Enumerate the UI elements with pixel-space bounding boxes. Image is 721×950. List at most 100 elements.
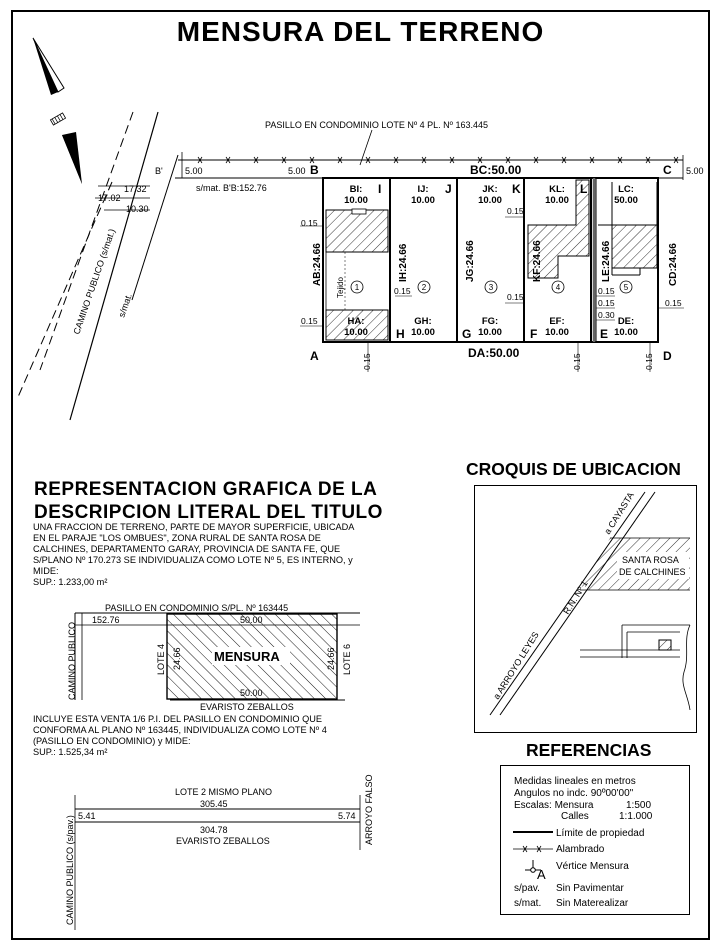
top-segment-value: 10.00 — [411, 195, 435, 206]
lot-number: 5 — [624, 283, 629, 292]
bottom-segment-name: FG: — [482, 316, 498, 327]
ref-calles: Calles — [561, 811, 589, 822]
road-edge-dashed — [39, 111, 134, 371]
fence-x-mark — [337, 156, 343, 164]
ab-dimension: AB:24.66 — [312, 243, 323, 286]
sketch-right-dim: 24.66 — [326, 647, 336, 670]
ref-escala-calles: 1:1.000 — [619, 811, 653, 822]
pasillo-leader — [359, 129, 373, 166]
top-segment-name: JK: — [482, 184, 497, 195]
dim-015: 0.15 — [644, 353, 654, 370]
description-1: UNA FRACCION DE TERRENO, PARTE DE MAYOR … — [33, 522, 403, 588]
sketch-dim-5000-bottom: 50.00 — [240, 688, 263, 698]
vertice-icon — [525, 860, 541, 873]
fence-x-mark — [617, 156, 623, 164]
bottom-segment-value: 10.00 — [411, 327, 435, 338]
sketch2-right-dim: 5.74 — [338, 811, 356, 821]
sketch-mensura: MENSURA — [214, 649, 280, 664]
dim-015: 0.15 — [665, 298, 682, 308]
ref-vertice: Vértice Mensura — [556, 861, 629, 872]
page-title: MENSURA DEL TERRENO — [176, 16, 545, 47]
sketch-evaristo: EVARISTO ZEBALLOS — [200, 702, 294, 712]
sketch2-left-dim: 5.41 — [78, 811, 96, 821]
dim-015: 0.15 — [362, 353, 372, 370]
ref-smat-key: s/mat. — [514, 898, 542, 909]
representacion-title: REPRESENTACION GRAFICA DE LA DESCRIPCION… — [34, 478, 383, 524]
ref-alambrado: Alambrado — [556, 844, 605, 855]
da-dimension: DA:50.00 — [468, 346, 520, 360]
le-dimension: LE:24.66 — [601, 240, 612, 282]
vertex-a: A — [310, 349, 319, 363]
road-dim-1702: 17.02 — [98, 193, 121, 203]
sketch2-lote2: LOTE 2 MISMO PLANO — [175, 787, 272, 797]
surface-2: SUP.: 1.525,34 m² — [33, 747, 108, 757]
fence-x-mark — [477, 156, 483, 164]
alambrado-icon — [513, 845, 553, 853]
fence-x-mark — [393, 156, 399, 164]
bottom-segment-value: 10.00 — [478, 327, 502, 338]
parcel-outline — [322, 177, 659, 343]
page-frame — [11, 10, 710, 940]
desc-line: UNA FRACCION DE TERRENO, PARTE DE MAYOR … — [33, 522, 355, 532]
top-segment-name: IJ: — [417, 184, 428, 195]
vertex-b: B — [310, 163, 319, 177]
fence-x-mark — [309, 156, 315, 164]
pasillo-label: PASILLO EN CONDOMINIO LOTE Nº 4 PL. Nº 1… — [265, 120, 488, 130]
sketch-dim-15276: 152.76 — [92, 615, 120, 625]
building-lot4 — [527, 179, 590, 279]
sketch-left-dim: 24.66 — [172, 647, 182, 670]
desc-line: CALCHINES, DEPARTAMENTO GARAY, PROVINCIA… — [33, 544, 341, 554]
lot-circle — [417, 280, 431, 294]
desc-line: S/PLANO Nº 170.273 SE INDIVIDUALIZA COMO… — [33, 555, 353, 565]
road-edge-left — [17, 181, 113, 398]
vertex-b-prime: B' — [155, 166, 163, 176]
smat-road-label: s/mat. — [116, 292, 133, 318]
ref-vertice-letter: A — [537, 867, 546, 882]
lot-number: 3 — [489, 283, 494, 292]
sketch2-bottom-dim: 304.78 — [200, 825, 228, 835]
fence-marks — [197, 156, 679, 164]
description-2: INCLUYE ESTA VENTA 1/6 P.I. DEL PASILLO … — [33, 714, 403, 758]
north-arrow-icon — [32, 37, 82, 184]
bottom-segment-value: 10.00 — [344, 327, 368, 338]
cd-dimension: CD:24.66 — [668, 243, 679, 286]
vertex-g: G — [462, 327, 471, 341]
jg-dimension: JG:24.66 — [465, 240, 476, 282]
croquis-title: CROQUIS DE UBICACION — [466, 459, 681, 479]
vertex-f: F — [530, 327, 537, 341]
sketch2-arroyo: ARROYO FALSO — [364, 774, 374, 845]
camino-publico-label: CAMINO PUBLICO (s/mat.) — [71, 227, 117, 335]
desc-line: EN EL PARAJE "LOS OMBUES", ZONA RURAL DE… — [33, 533, 321, 543]
croquis-calchines: DE CALCHINES — [619, 567, 686, 577]
sketch-pasillo: PASILLO EN CONDOMINIO S/PL. Nº 163445 — [105, 603, 288, 613]
lot-circle — [350, 280, 364, 294]
dim-015: 0.15 — [598, 298, 615, 308]
building-lot1-top — [325, 209, 389, 253]
fence-x-mark — [225, 156, 231, 164]
smat-bb-label: s/mat. B'B:152.76 — [196, 183, 267, 193]
vertex-k: K — [512, 182, 521, 196]
fence-x-mark — [645, 156, 651, 164]
lot-number-circles — [350, 280, 633, 294]
fence-x-mark — [253, 156, 259, 164]
surface-1: SUP.: 1.233,00 m² — [33, 577, 108, 587]
ref-angulos: Angulos no indc. 90º00'00" — [514, 788, 634, 799]
fence-x-mark — [197, 156, 203, 164]
building-lot1-bottom — [325, 309, 389, 341]
bottom-segment-value: 10.00 — [614, 327, 638, 338]
croquis-santa-rosa: SANTA ROSA — [622, 555, 679, 565]
desc-line: (PASILLO EN CONDOMINIO) y MIDE: — [33, 736, 191, 746]
lot-number: 2 — [422, 283, 427, 292]
fence-x-mark — [561, 156, 567, 164]
tejido-label: Tejido — [336, 277, 345, 298]
fence-x-mark — [505, 156, 511, 164]
desc-line: CONFORMA AL PLANO Nº 163445, INDIVIDUALI… — [33, 725, 327, 735]
sketch-lote4: LOTE 4 — [156, 644, 166, 675]
fence-x-mark — [673, 156, 679, 164]
bottom-segment-name: HA: — [348, 316, 365, 327]
pasillo-road-line — [131, 154, 179, 301]
croquis-frame — [474, 485, 697, 733]
ref-spav-key: s/pav. — [514, 883, 540, 894]
road-dim-1030: 10.30 — [126, 204, 149, 214]
